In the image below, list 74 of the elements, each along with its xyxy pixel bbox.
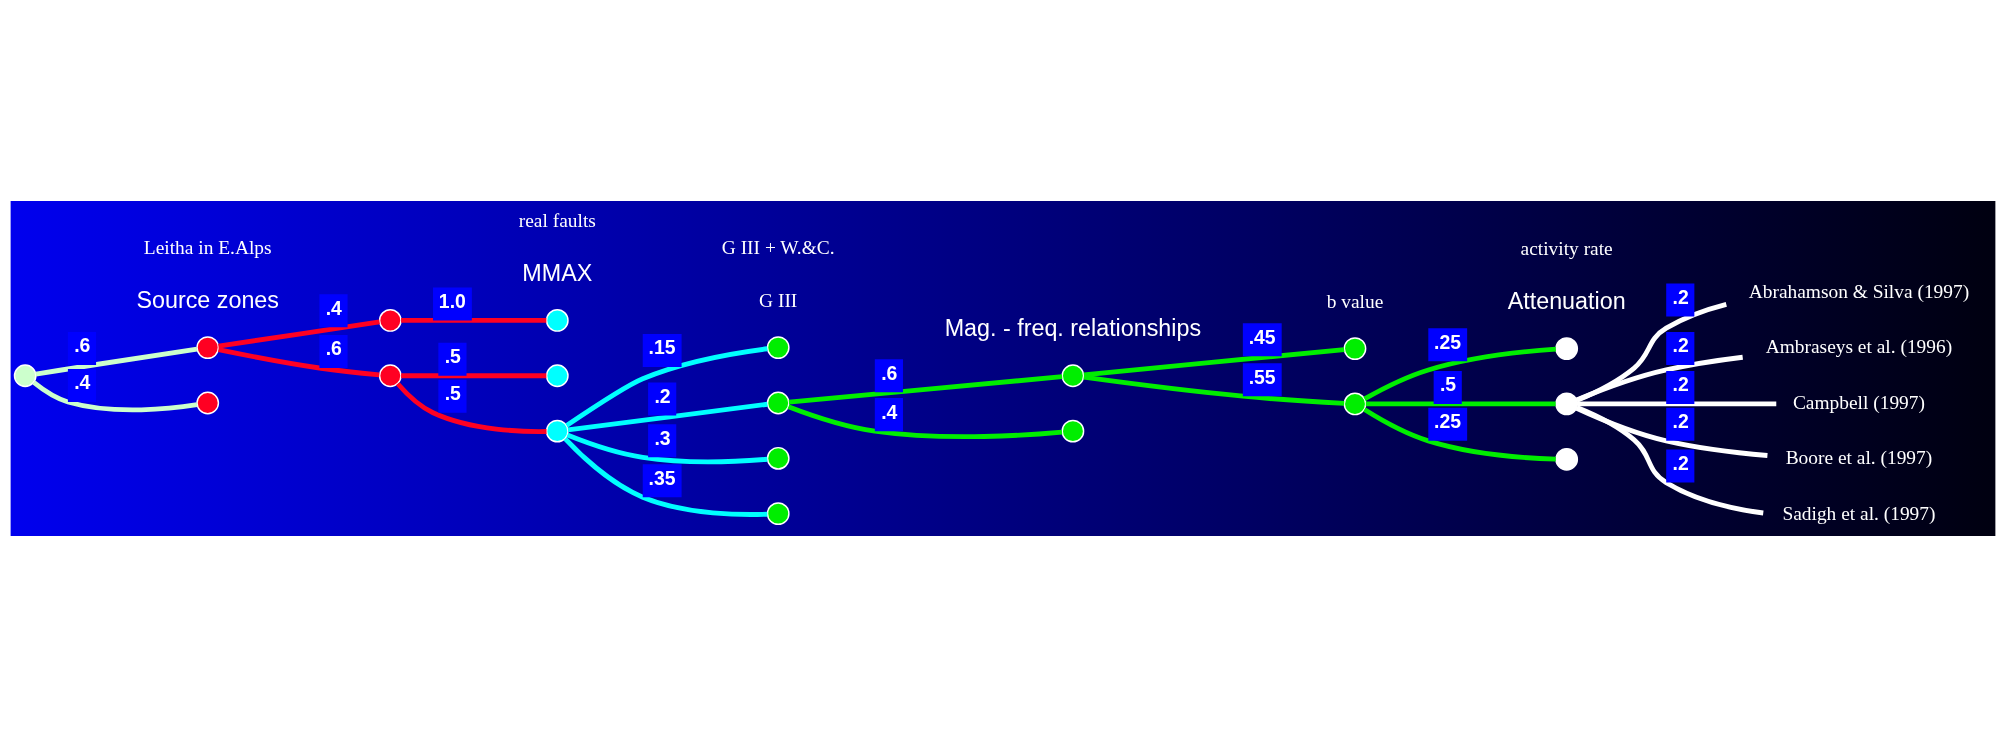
edge-label: .15 [648,336,676,359]
connector [1577,401,1777,407]
edge-label: .55 [1248,365,1276,388]
label: Leitha in E.Alps [143,237,272,259]
edge-label: .45 [1248,325,1276,348]
node-circle [545,364,569,388]
connector [35,346,198,377]
connector [1083,347,1345,378]
edge-label: .3 [654,426,671,449]
label: real faults [518,210,596,232]
node-circle [1555,337,1579,360]
edge-label: .2 [1672,451,1689,474]
node-circle [766,336,790,360]
connector [565,346,768,428]
node-circle [766,391,790,415]
node-text: Boore et al. (1997) [1785,447,1933,469]
node-circle [545,419,569,443]
label: Attenuation [1507,287,1626,314]
node-circle [1061,419,1085,443]
connector [1083,374,1345,406]
node-text: Abrahamson & Silva (1997) [1748,281,1970,303]
node-circle [545,309,569,332]
label: activity rate [1520,238,1613,260]
node-circle [766,446,790,470]
edge-label: .25 [1434,330,1462,353]
label: G III [759,289,798,311]
node-circle [1061,364,1085,388]
edge-label: .2 [654,384,671,407]
node-text: Sadigh et al. (1997) [1782,502,1936,524]
edge-label: .5 [444,382,461,405]
connector [217,347,380,378]
connector [788,374,1063,405]
edge-label: .4 [881,400,898,423]
edge-label: .6 [881,361,898,384]
node-circle [196,336,220,360]
connector [218,319,380,349]
edge-label: .5 [444,345,461,368]
node-circle [196,391,220,415]
connector [563,437,768,517]
node-circle [378,364,402,388]
node-circle [1555,447,1579,471]
label: G III + W.&C. [721,237,835,259]
connector [787,404,1063,440]
connector [395,382,547,434]
edge-label: .5 [1439,373,1457,396]
edge-label: .2 [1672,410,1689,433]
label: b value [1326,290,1384,312]
label: Mag. - freq. relationships [944,315,1202,342]
connector [401,318,547,323]
connector [567,401,768,433]
connector [566,432,768,465]
edge-label: .2 [1672,285,1689,308]
node-text: Ambraseys et al. (1996) [1765,336,1953,358]
node-circle [1555,392,1579,416]
connector [401,373,547,379]
node-circle [1343,337,1367,360]
connector [32,380,198,413]
edge-label: .25 [1434,410,1462,433]
edge-label: .6 [74,334,91,357]
label: MMAX [522,259,593,286]
node-circle [1343,392,1367,416]
edge-label: .35 [648,466,676,489]
node-circle [378,309,402,332]
connector [1365,401,1556,407]
node-circle [766,502,790,526]
edge-label: 1.0 [438,289,466,312]
edge-label: .2 [1672,373,1689,396]
node-text: Campbell (1997) [1792,391,1925,413]
edge-label: .2 [1672,334,1689,357]
edge-label: .4 [74,371,91,394]
label: Source zones [136,287,279,314]
node-circle [13,364,37,388]
edge-label: .6 [325,337,342,360]
edge-label: .4 [325,296,342,319]
